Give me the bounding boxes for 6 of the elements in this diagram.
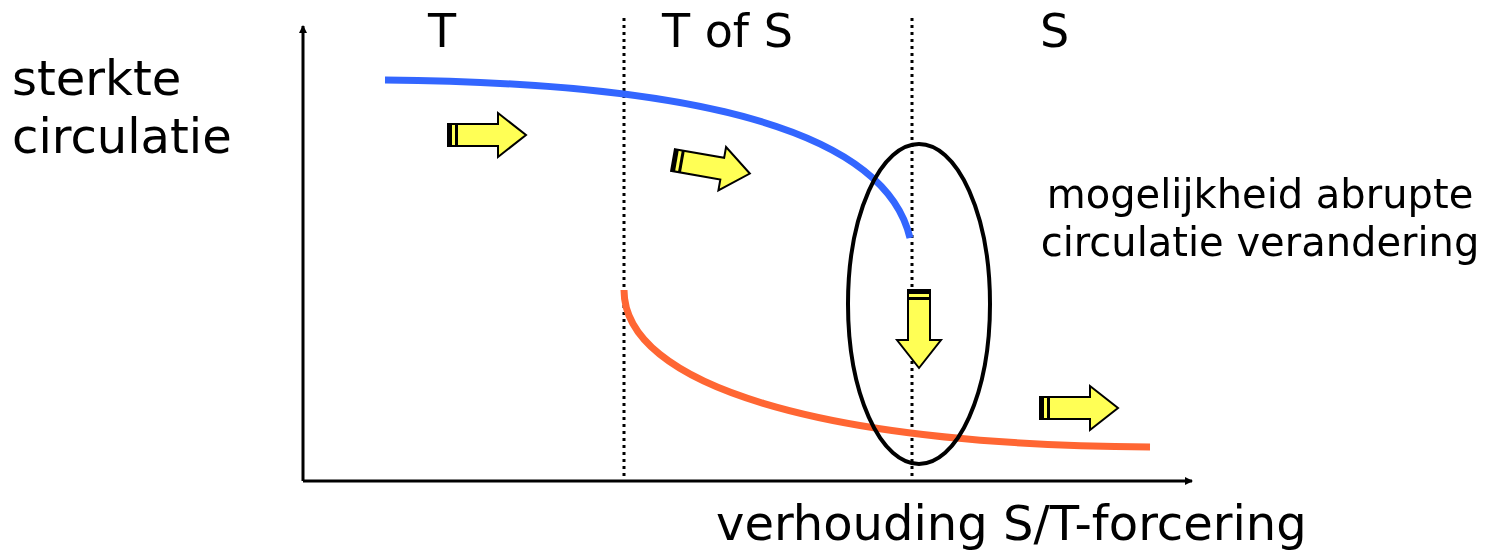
region-label: T — [428, 4, 457, 60]
axis-title: sterkte circulatie — [12, 50, 233, 166]
region-label: T of S — [662, 4, 793, 60]
annotation-text: mogelijkheid abrupte circulatie verandering — [1040, 170, 1480, 266]
axis-title: verhouding S/T-forcering — [716, 495, 1307, 553]
region-label: S — [1040, 4, 1070, 60]
